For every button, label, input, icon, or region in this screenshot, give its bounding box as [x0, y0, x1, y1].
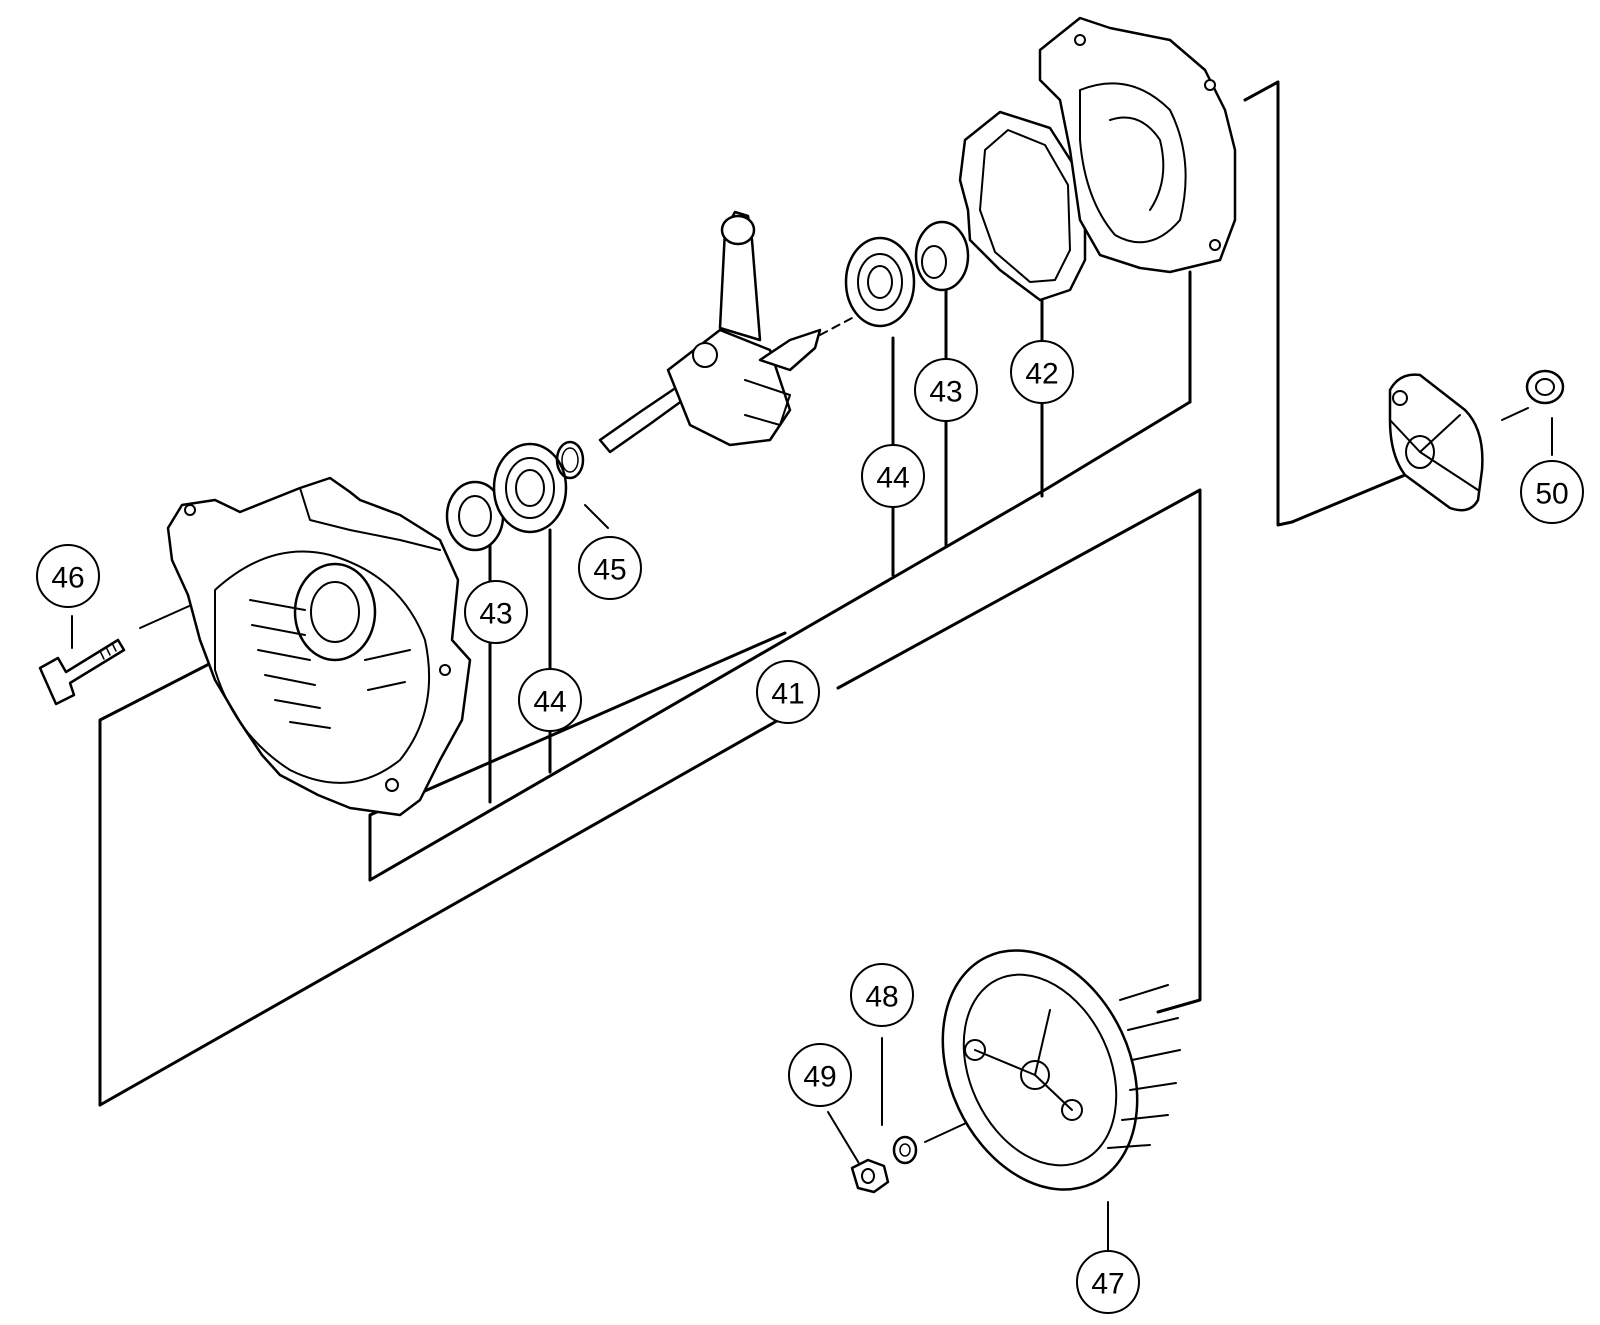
- svg-text:44: 44: [876, 462, 909, 495]
- bearing-upper-set: [844, 220, 970, 328]
- flywheel-part: [941, 949, 1181, 1191]
- callout-49: 49: [788, 1043, 852, 1107]
- callout-44-lower: 44: [518, 668, 582, 732]
- screw-part: [38, 638, 126, 706]
- svg-text:41: 41: [771, 678, 804, 711]
- washer-part: [892, 1135, 918, 1165]
- callout-41: 41: [756, 660, 820, 724]
- callout-47: 47: [1076, 1250, 1140, 1314]
- callouts: 41 42 43 43 44 44 45 46: [36, 340, 1584, 1314]
- svg-text:50: 50: [1535, 478, 1568, 511]
- svg-text:49: 49: [803, 1061, 836, 1094]
- callout-43-lower: 43: [464, 580, 528, 644]
- svg-text:42: 42: [1025, 358, 1058, 391]
- cover-plate-part: [1388, 373, 1484, 512]
- crankcase-left-half: [166, 476, 472, 817]
- svg-text:43: 43: [479, 598, 512, 631]
- gasket-part: [958, 110, 1087, 302]
- svg-text:47: 47: [1091, 1268, 1124, 1301]
- callout-45: 45: [578, 536, 642, 600]
- callout-43-upper: 43: [914, 358, 978, 422]
- svg-text:44: 44: [533, 686, 566, 719]
- callout-50: 50: [1520, 460, 1584, 524]
- nut-part-lower: [850, 1158, 890, 1194]
- callout-42: 42: [1010, 340, 1074, 404]
- nut-part-upper: [1525, 369, 1565, 405]
- crankshaft-assembly: [598, 210, 822, 454]
- callout-46: 46: [36, 544, 100, 608]
- svg-text:43: 43: [929, 376, 962, 409]
- crankcase-right-half: [1038, 16, 1237, 274]
- bearing-lower-set: [445, 440, 585, 552]
- callout-44-upper: 44: [861, 444, 925, 508]
- svg-text:48: 48: [865, 981, 898, 1014]
- svg-text:45: 45: [593, 554, 626, 587]
- svg-text:46: 46: [51, 562, 84, 595]
- callout-48: 48: [850, 963, 914, 1027]
